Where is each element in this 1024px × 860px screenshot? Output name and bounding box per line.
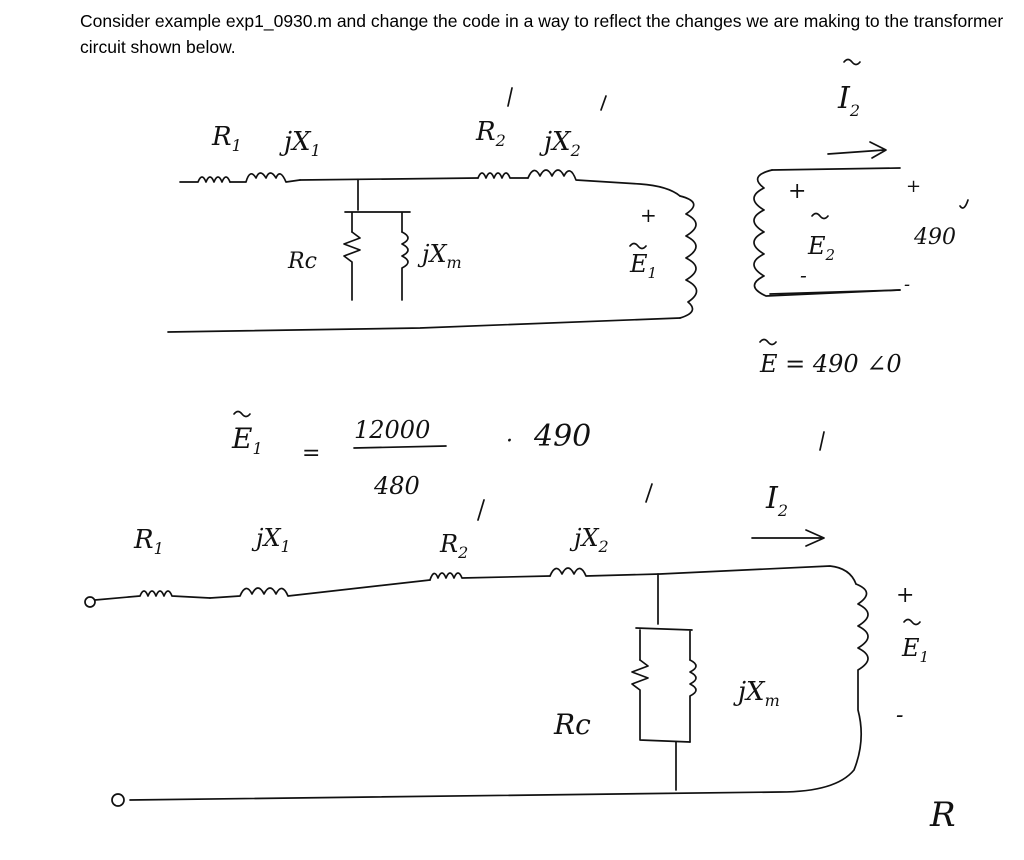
bottom-e1-tilde: [903, 618, 921, 626]
bottom-e1-label: E1: [901, 634, 929, 666]
bottom-i2-label: I2: [765, 481, 788, 520]
ratio-lhs-tilde: [233, 410, 251, 418]
top-rc-label: Rc: [287, 249, 317, 274]
top-load-plus: +: [906, 176, 921, 197]
ratio-denominator: 480: [373, 472, 420, 500]
top-primary-coil: [679, 195, 698, 319]
bottom-i2-prime: [819, 431, 825, 451]
top-e2-tilde: [811, 212, 829, 220]
bottom-x2-prime: [645, 483, 653, 503]
top-e2-label: E2: [807, 232, 835, 264]
top-load-minus: -: [904, 274, 910, 295]
top-x2-label: jX2: [539, 127, 581, 160]
bottom-load-coil: [129, 583, 869, 801]
top-r2-label: R2: [475, 117, 506, 150]
top-r1-label: R1: [211, 122, 242, 155]
ratio-numerator: 12000: [354, 416, 430, 444]
top-e2-equation: E = 490 ∠0: [759, 350, 902, 378]
bottom-rc-resistor: [631, 659, 691, 743]
top-e1-label: E1: [629, 250, 657, 282]
top-shunt-wire: [344, 179, 411, 233]
top-wire-mid: [299, 177, 479, 181]
top-x1-inductor: [229, 172, 301, 183]
top-secondary-coil: [753, 169, 901, 297]
bottom-shunt-wire: [635, 573, 693, 661]
ratio-equals: =: [302, 441, 320, 466]
bottom-input-terminal-bottom: [111, 793, 125, 807]
top-secondary-top-wire: [771, 167, 901, 171]
top-e1-tilde: [629, 242, 647, 250]
top-rc-resistor: [343, 231, 361, 301]
top-e2-equation-tilde: [759, 338, 777, 346]
bottom-r2-prime: [477, 499, 485, 521]
top-x1-label: jX1: [279, 127, 321, 160]
bottom-xm-label: jXm: [733, 677, 780, 710]
bottom-x1-inductor: [209, 579, 431, 599]
bottom-r2-resistor: [429, 572, 551, 581]
bottom-x2-inductor: [549, 565, 857, 585]
bottom-r1-resistor: [94, 590, 211, 601]
ratio-multiplier: 490: [533, 419, 591, 454]
ratio-equation: E1 = 12000 480 · 490: [231, 410, 591, 500]
top-e2-plus: +: [788, 179, 806, 204]
top-i2-arrow: [827, 141, 887, 159]
top-r2-resistor: [477, 172, 529, 179]
top-e2-minus: -: [800, 263, 807, 287]
ratio-times: ·: [506, 429, 513, 454]
top-i2-tilde: [843, 58, 861, 66]
bottom-x2-label: jX2: [569, 524, 609, 556]
top-return-wire: [167, 317, 681, 333]
bottom-xm-inductor: [689, 659, 697, 743]
top-r1-resistor: [179, 176, 231, 183]
bottom-circuit: R1 jX1 R2 jX2 Rc jXm + E1 - I2 R: [84, 431, 956, 835]
top-r2-prime: [507, 87, 513, 107]
bottom-r2-label: R2: [439, 530, 468, 562]
top-load-voltage-tilde: [959, 199, 969, 209]
instructions-text: Consider example exp1_0930.m and change …: [80, 11, 1004, 57]
bottom-load-label: R: [929, 795, 956, 835]
bottom-e1-minus: -: [896, 703, 903, 728]
top-circuit: R1 jX1 R2 jX2 Rc jXm + E1 + - E2 +: [167, 58, 969, 378]
top-x2-prime: [600, 95, 607, 111]
bottom-r1-label: R1: [133, 525, 164, 558]
top-xm-inductor: [401, 231, 409, 301]
top-x2-inductor: [527, 169, 681, 197]
top-load-voltage: 490: [913, 225, 956, 250]
top-i2-label: I2: [837, 81, 860, 120]
top-xm-label: jXm: [417, 240, 462, 272]
bottom-input-terminal-top: [84, 596, 96, 608]
top-e1-plus: +: [640, 203, 657, 227]
bottom-i2-arrow: [751, 529, 825, 547]
ratio-fraction-bar: [353, 445, 447, 449]
ratio-lhs: E1: [231, 422, 263, 458]
bottom-e1-plus: +: [896, 583, 914, 608]
bottom-rc-label: Rc: [553, 708, 591, 741]
top-secondary-bottom-wire: [769, 289, 901, 295]
bottom-x1-label: jX1: [251, 524, 291, 556]
